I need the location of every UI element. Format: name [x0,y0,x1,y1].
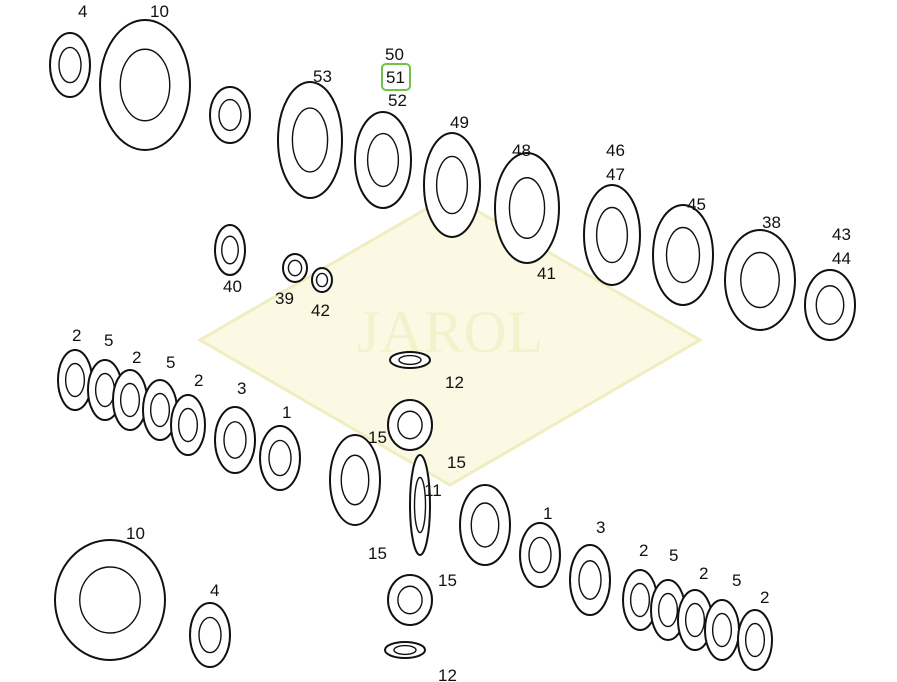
part-label-3[interactable]: 3 [237,379,246,398]
part-label-51[interactable]: 51 [386,68,405,87]
part-label-4[interactable]: 4 [210,581,219,600]
part-part-40 [214,224,246,276]
part-ring-44 [804,269,856,341]
part-disc-3-left [214,406,256,474]
part-disc-2c [170,394,206,456]
part-washer-12-bottom [384,641,426,659]
part-flange-4 [49,32,91,98]
part-washer-12-top [389,351,431,369]
highlight-box-51[interactable] [381,63,411,91]
part-housing-10 [99,19,191,151]
part-disc-2b [112,369,148,431]
part-label-3[interactable]: 3 [596,518,605,537]
part-label-15[interactable]: 15 [438,571,457,590]
part-bearing-48 [494,152,560,264]
part-label-5[interactable]: 5 [104,331,113,350]
part-disc-1-right [519,522,561,588]
part-label-39[interactable]: 39 [275,289,294,308]
part-label-15[interactable]: 15 [368,544,387,563]
part-part-42 [311,267,333,293]
part-flange-4-bottom [189,602,231,668]
part-label-5[interactable]: 5 [732,571,741,590]
part-disc-5d [704,599,740,661]
part-snap-ring-49 [423,132,481,238]
part-gear-15-top [387,399,433,451]
part-label-2[interactable]: 2 [639,541,648,560]
part-disc-2f [737,609,773,671]
part-label-43[interactable]: 43 [832,225,851,244]
part-label-52[interactable]: 52 [388,91,407,110]
part-label-46[interactable]: 46 [606,141,625,160]
part-label-12[interactable]: 12 [438,666,457,682]
part-gear-15-bottom [387,574,433,626]
part-shaft-11 [409,454,431,556]
part-label-1[interactable]: 1 [543,504,552,523]
part-hub-38 [724,229,796,331]
part-label-5[interactable]: 5 [166,353,175,372]
part-label-41[interactable]: 41 [537,264,556,283]
part-label-45[interactable]: 45 [687,195,706,214]
part-label-2[interactable]: 2 [194,371,203,390]
part-label-40[interactable]: 40 [223,277,242,296]
part-label-50[interactable]: 50 [385,45,404,64]
part-housing-10-neck [209,86,251,144]
part-label-10[interactable]: 10 [126,524,145,543]
part-gear-15-right [459,484,511,566]
part-ring-52 [354,111,412,209]
part-label-48[interactable]: 48 [512,141,531,160]
part-bearing-53 [277,81,343,199]
part-label-38[interactable]: 38 [762,213,781,232]
part-disc-2e [677,589,713,651]
part-bearing-45 [652,204,714,306]
part-label-2[interactable]: 2 [760,588,769,607]
part-label-53[interactable]: 53 [313,67,332,86]
part-label-10[interactable]: 10 [150,2,169,21]
part-label-15[interactable]: 15 [447,453,466,472]
part-label-11[interactable]: 11 [424,481,442,500]
part-disc-1-left [259,425,301,491]
part-label-2[interactable]: 2 [72,326,81,345]
parts [49,19,856,671]
part-ring-47 [583,184,641,286]
part-housing-10-bottom [54,539,166,661]
part-label-49[interactable]: 49 [450,113,469,132]
part-label-4[interactable]: 4 [78,2,87,21]
part-label-2[interactable]: 2 [132,348,141,367]
part-label-1[interactable]: 1 [282,403,291,422]
part-label-12[interactable]: 12 [445,373,464,392]
part-label-15[interactable]: 15 [368,428,387,447]
part-gear-15-left [329,434,381,526]
part-part-39 [282,253,308,283]
part-disc-3-right [569,544,611,616]
part-label-47[interactable]: 47 [606,165,625,184]
part-disc-2a [57,349,93,411]
part-label-5[interactable]: 5 [669,546,678,565]
watermark-text: JAROL [357,299,544,365]
part-label-42[interactable]: 42 [311,301,330,320]
part-label-44[interactable]: 44 [832,249,851,268]
part-label-2[interactable]: 2 [699,564,708,583]
